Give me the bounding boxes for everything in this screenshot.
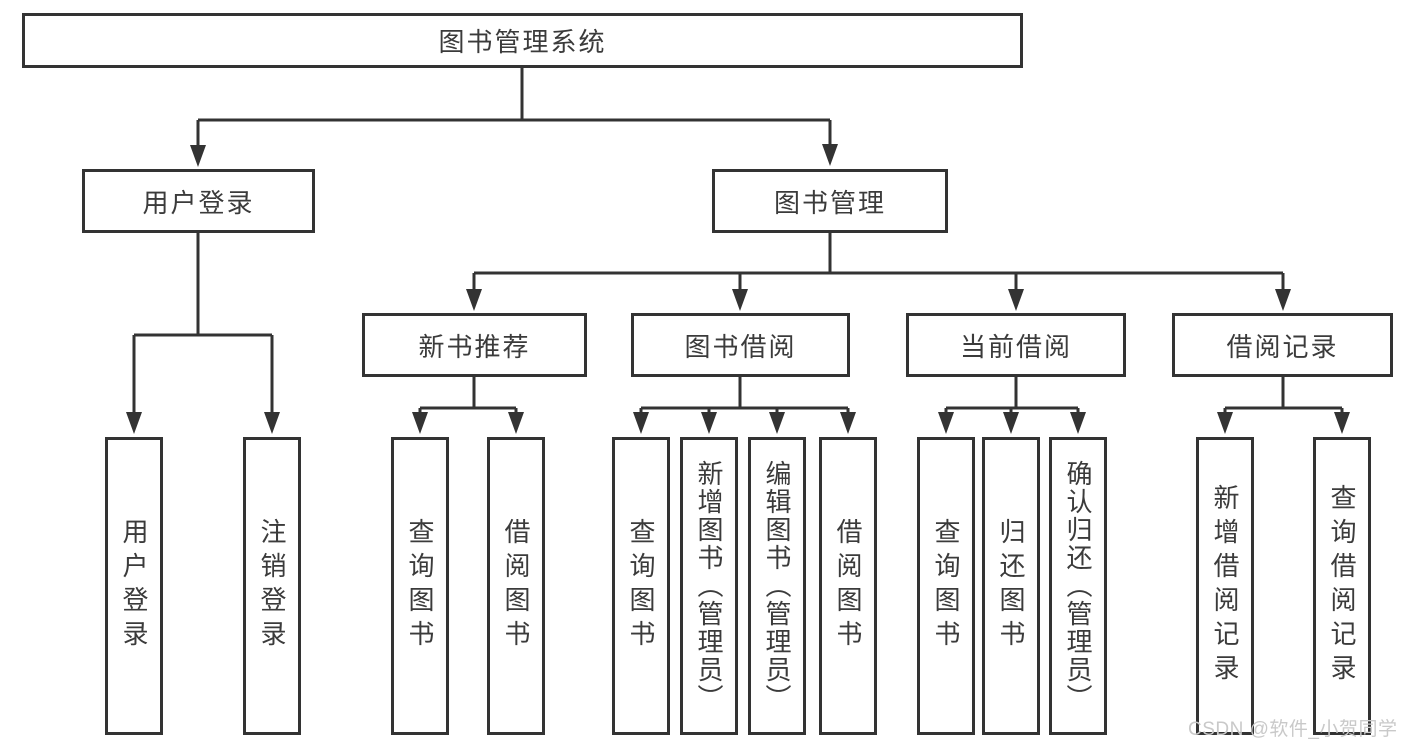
watermark: CSDN @软件_小贺同学 [1188,719,1398,740]
leaf-label: 借阅图书 [833,518,863,654]
leaf-label: 新增借阅记录 [1210,484,1240,688]
leaf-query-borrow-record: 查询借阅记录 [1313,437,1371,735]
leaf-label: 确认归还（管理员） [1063,460,1093,712]
leaf-label: 借阅图书 [501,518,531,654]
leaf-label: 查询图书 [405,518,435,654]
leaf-query-books-current: 查询图书 [917,437,975,735]
node-user-login: 用户登录 [82,169,315,233]
leaf-label: 用户登录 [119,518,149,654]
node-current-borrowing: 当前借阅 [906,313,1126,377]
leaf-confirm-return-admin: 确认归还（管理员） [1049,437,1107,735]
leaf-label: 注销登录 [257,518,287,654]
node-book-borrowing: 图书借阅 [631,313,850,377]
leaf-query-books-recommend: 查询图书 [391,437,449,735]
leaf-borrow-books-recommend: 借阅图书 [487,437,545,735]
leaf-user-login: 用户登录 [105,437,163,735]
leaf-label: 编辑图书（管理员） [762,460,792,712]
leaf-label: 查询图书 [931,518,961,654]
leaf-label: 查询图书 [626,518,656,654]
node-library-system: 图书管理系统 [22,13,1023,68]
leaf-logout: 注销登录 [243,437,301,735]
node-new-book-recommend: 新书推荐 [362,313,587,377]
node-borrowing-records: 借阅记录 [1172,313,1393,377]
leaf-edit-books-admin: 编辑图书（管理员） [748,437,806,735]
node-book-management: 图书管理 [712,169,948,233]
leaf-query-books-borrowing: 查询图书 [612,437,670,735]
leaf-add-borrow-record: 新增借阅记录 [1196,437,1254,735]
leaf-return-books: 归还图书 [982,437,1040,735]
leaf-borrow-books-borrowing: 借阅图书 [819,437,877,735]
leaf-label: 归还图书 [996,518,1026,654]
leaf-label: 查询借阅记录 [1327,484,1357,688]
leaf-add-books-admin: 新增图书（管理员） [680,437,738,735]
leaf-label: 新增图书（管理员） [694,460,724,712]
